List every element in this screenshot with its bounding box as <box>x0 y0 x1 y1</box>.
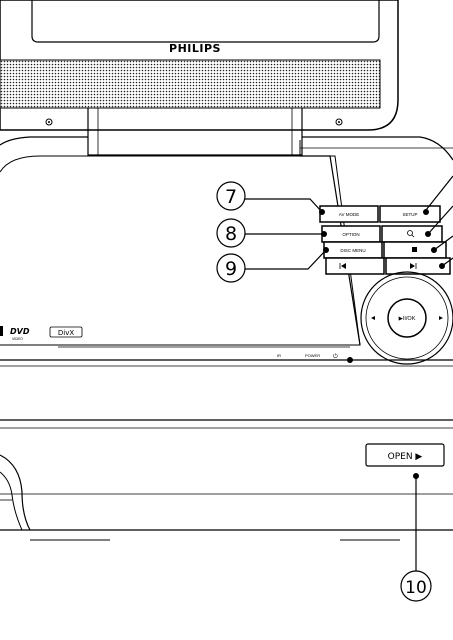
front-indicators: IR POWER ⏻ <box>277 353 353 363</box>
open-button-label: OPEN ▶ <box>388 452 423 462</box>
hinge-screw-left <box>45 118 53 126</box>
next-icon <box>410 263 417 269</box>
callout-10-circle <box>400 570 432 602</box>
play-pause-label: ▶II/OK <box>399 316 416 322</box>
option-label: OPTION <box>342 232 359 237</box>
open-button[interactable] <box>365 443 445 467</box>
ir-label: IR <box>277 353 281 358</box>
screen-bezel <box>31 0 380 43</box>
nav-pad-ring[interactable] <box>360 271 453 365</box>
av-mode-label: AV MODE <box>339 212 359 217</box>
callout-7: 7 <box>225 186 237 208</box>
next-button[interactable] <box>385 257 451 275</box>
callout-9-circle <box>216 253 246 283</box>
zoom-icon <box>407 230 415 238</box>
power-label: POWER <box>305 353 320 358</box>
callout-8-circle <box>216 218 246 248</box>
disc-lid <box>0 155 361 346</box>
callout-9: 9 <box>225 258 237 280</box>
base-unit <box>0 136 453 367</box>
navigation-pad: ▶II/OK <box>360 271 453 365</box>
setup-label: SETUP <box>402 212 417 217</box>
dvd-video-label: VIDEO <box>12 337 23 341</box>
screen-lid: PHILIPS <box>0 0 399 156</box>
dvd-logo: DVD <box>10 327 30 336</box>
format-logos: DVD VIDEO DivX <box>0 326 83 341</box>
callout-10: 10 <box>405 578 427 598</box>
stop-icon <box>412 247 417 252</box>
side-curve <box>0 454 31 531</box>
prev-icon <box>339 263 346 269</box>
hinge <box>87 108 303 156</box>
side-view: OPEN ▶ <box>0 419 453 541</box>
brand-logo: PHILIPS <box>169 42 221 55</box>
callout-8: 8 <box>225 223 237 245</box>
divx-logo: DivX <box>58 329 74 337</box>
prev-button[interactable] <box>325 257 385 275</box>
standby-icon: ⏻ <box>333 353 338 360</box>
play-pause-ok-button[interactable] <box>387 298 427 338</box>
power-led <box>347 357 353 363</box>
disc-menu-label: DISC MENU <box>340 248 365 253</box>
hinge-screw-right <box>335 118 343 126</box>
callouts: 7 8 9 10 <box>216 175 453 602</box>
control-panel: AV MODE SETUP OPTION DISC MENU <box>319 205 451 275</box>
nav-left-icon[interactable] <box>371 316 375 320</box>
nav-right-icon[interactable] <box>439 316 443 320</box>
callout-7-circle <box>216 181 246 211</box>
speaker-grille <box>0 59 381 109</box>
